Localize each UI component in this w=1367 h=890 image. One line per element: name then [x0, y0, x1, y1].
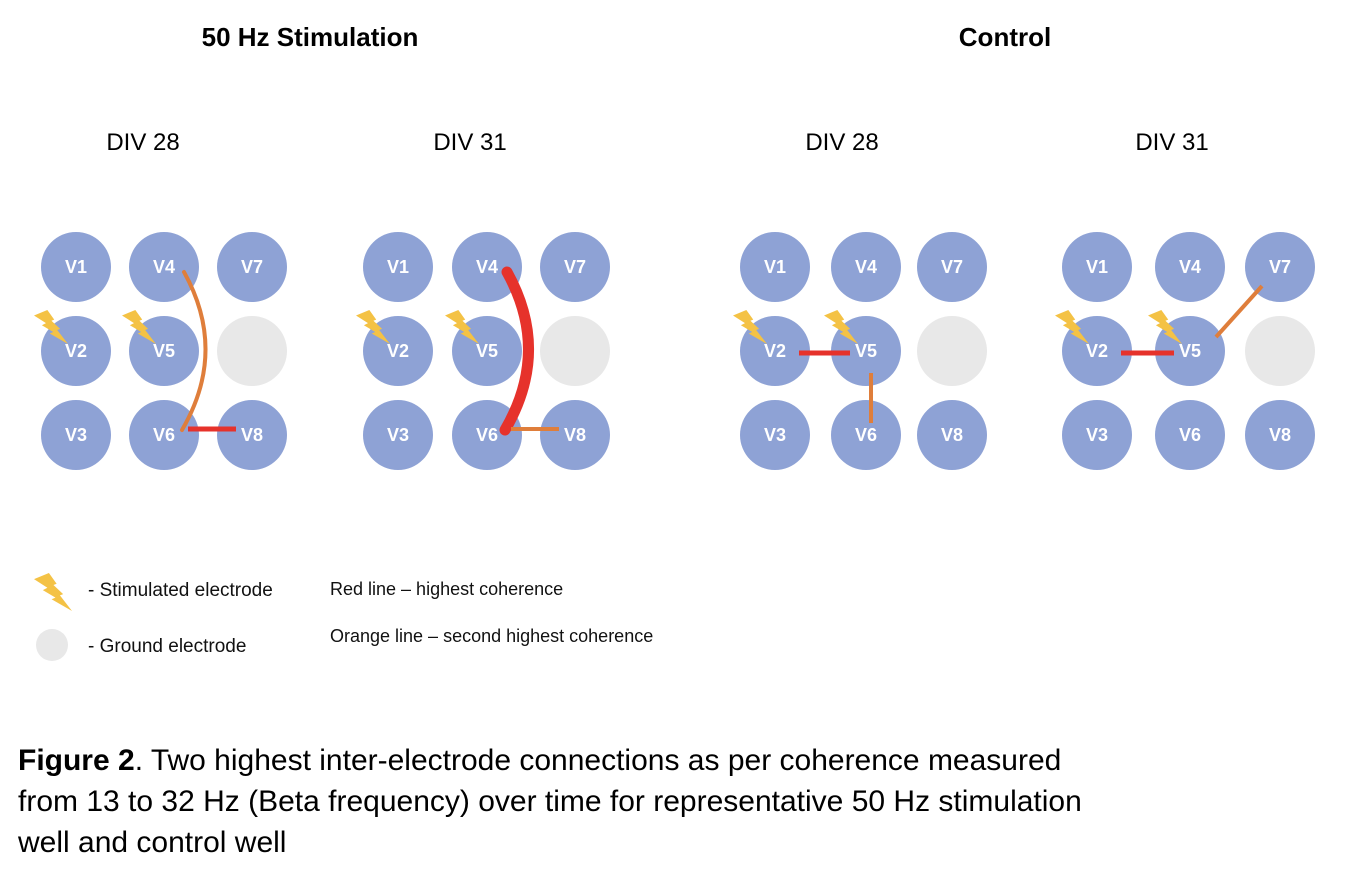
electrode-label-v7: V7	[1269, 257, 1291, 277]
lightning-bolt-icon	[445, 310, 479, 344]
caption-line-2: from 13 to 32 Hz (Beta frequency) over t…	[18, 785, 1082, 818]
stimulated-electrode-icon	[34, 573, 72, 611]
orange-coherence-line	[1214, 284, 1264, 339]
electrode-label-v2: V2	[764, 341, 786, 361]
electrode-v3	[41, 400, 111, 470]
electrode-label-v4: V4	[476, 257, 498, 277]
electrode-v6	[129, 400, 199, 470]
electrode-v8	[217, 400, 287, 470]
ground-electrode	[917, 316, 987, 386]
caption-line-1: Figure 2. Two highest inter-electrode co…	[18, 740, 1082, 781]
electrode-label-v3: V3	[1086, 425, 1108, 445]
electrode-label-v2: V2	[65, 341, 87, 361]
electrode-v8	[1245, 400, 1315, 470]
electrode-v4	[1155, 232, 1225, 302]
electrode-label-v5: V5	[153, 341, 175, 361]
electrode-v1	[740, 232, 810, 302]
electrode-label-v1: V1	[764, 257, 786, 277]
electrode-v7	[917, 232, 987, 302]
figure-number: Figure 2	[18, 744, 135, 777]
electrode-label-v6: V6	[476, 425, 498, 445]
electrode-label-v7: V7	[941, 257, 963, 277]
electrode-label-v6: V6	[1179, 425, 1201, 445]
legend-stimulated-label: - Stimulated electrode	[88, 580, 273, 601]
panel-label-stim-div28: DIV 28	[106, 129, 180, 156]
panel-label-control-div28: DIV 28	[805, 129, 879, 156]
legend-ground-label: - Ground electrode	[88, 636, 247, 657]
electrode-v4	[831, 232, 901, 302]
electrode-v6	[452, 400, 522, 470]
electrode-label-v3: V3	[764, 425, 786, 445]
electrode-label-v5: V5	[476, 341, 498, 361]
legend-orange-line-label: Orange line – second highest coherence	[330, 626, 654, 646]
group-header-stimulation: 50 Hz Stimulation	[201, 22, 419, 52]
figure-caption: Figure 2. Two highest inter-electrode co…	[18, 740, 1082, 863]
electrode-label-v2: V2	[1086, 341, 1108, 361]
ground-electrode	[1245, 316, 1315, 386]
electrode-label-v3: V3	[387, 425, 409, 445]
caption-line-3: well and control well	[18, 826, 287, 859]
ground-electrode-icon	[36, 629, 68, 661]
electrode-label-v3: V3	[65, 425, 87, 445]
electrode-v1	[363, 232, 433, 302]
electrode-v3	[740, 400, 810, 470]
electrode-v6	[831, 400, 901, 470]
electrode-v7	[540, 232, 610, 302]
electrode-label-v7: V7	[241, 257, 263, 277]
electrode-v6	[1155, 400, 1225, 470]
electrode-label-v8: V8	[564, 425, 586, 445]
electrode-label-v1: V1	[65, 257, 87, 277]
electrode-v4	[129, 232, 199, 302]
electrode-v7	[1245, 232, 1315, 302]
legend-red-line-label: Red line – highest coherence	[330, 579, 564, 599]
electrode-v3	[363, 400, 433, 470]
ground-electrode	[540, 316, 610, 386]
lightning-bolt-icon	[1148, 310, 1182, 344]
electrode-v4	[452, 232, 522, 302]
lightning-bolt-icon	[824, 310, 858, 344]
panel-label-control-div31: DIV 31	[1135, 129, 1209, 156]
red-coherence-line	[499, 266, 534, 436]
electrode-v7	[217, 232, 287, 302]
electrode-label-v1: V1	[1086, 257, 1108, 277]
electrode-v1	[41, 232, 111, 302]
lightning-bolt-icon	[34, 310, 68, 344]
electrode-label-v7: V7	[564, 257, 586, 277]
electrode-v8	[917, 400, 987, 470]
electrode-label-v8: V8	[241, 425, 263, 445]
panel-label-stim-div31: DIV 31	[433, 129, 507, 156]
electrode-label-v6: V6	[855, 425, 877, 445]
electrode-label-v8: V8	[1269, 425, 1291, 445]
electrode-label-v5: V5	[855, 341, 877, 361]
caption-line-1-text: . Two highest inter-electrode connection…	[134, 744, 1062, 777]
lightning-bolt-icon	[1055, 310, 1089, 344]
electrode-v8	[540, 400, 610, 470]
electrode-label-v5: V5	[1179, 341, 1201, 361]
electrode-label-v4: V4	[855, 257, 877, 277]
electrode-label-v6: V6	[153, 425, 175, 445]
electrode-label-v8: V8	[941, 425, 963, 445]
orange-coherence-line	[180, 270, 208, 432]
electrode-label-v2: V2	[387, 341, 409, 361]
group-header-control: Control	[958, 22, 1052, 52]
electrode-label-v1: V1	[387, 257, 409, 277]
electrode-v3	[1062, 400, 1132, 470]
electrode-label-v4: V4	[153, 257, 175, 277]
lightning-bolt-icon	[122, 310, 156, 344]
electrode-v1	[1062, 232, 1132, 302]
electrode-label-v4: V4	[1179, 257, 1201, 277]
lightning-bolt-icon	[356, 310, 390, 344]
lightning-bolt-icon	[733, 310, 767, 344]
ground-electrode	[217, 316, 287, 386]
